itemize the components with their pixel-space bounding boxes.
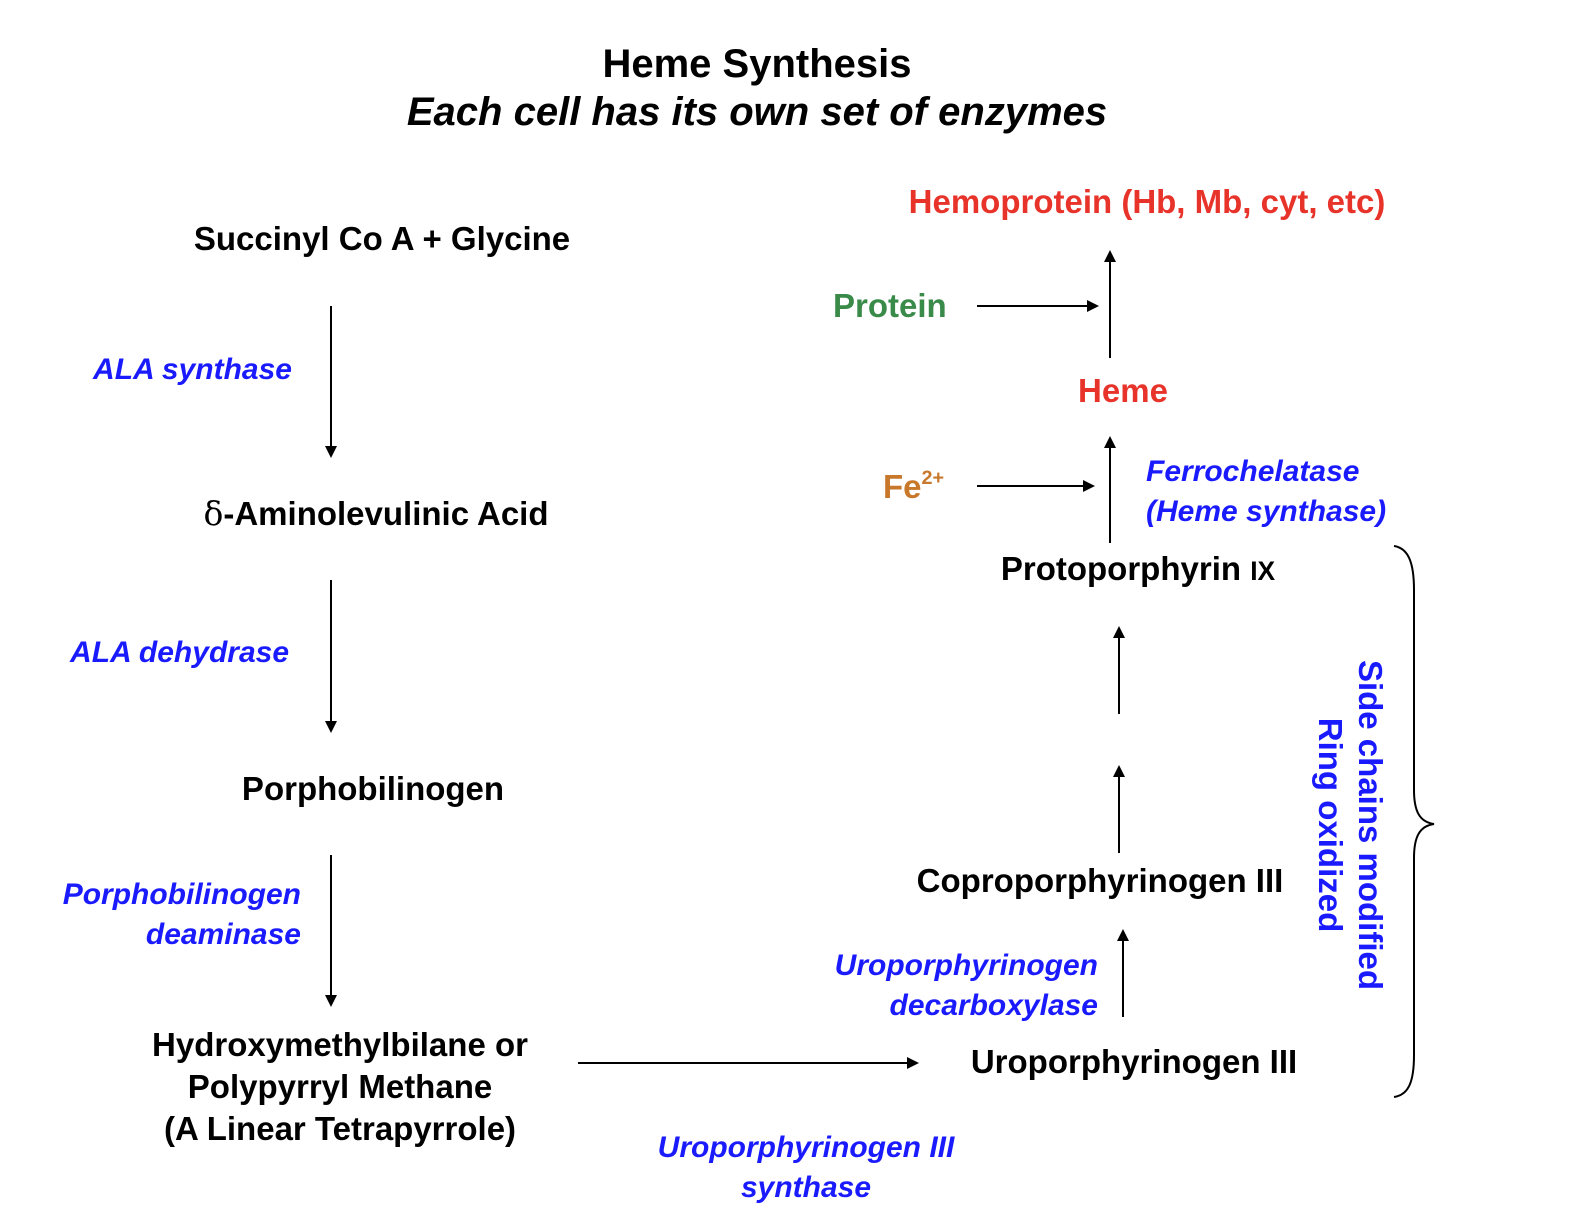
iron-symbol: Fe — [883, 468, 922, 505]
hemoprotein: Hemoprotein (Hb, Mb, cyt, etc) — [908, 183, 1386, 220]
protoporphyrin-roman: IX — [1250, 556, 1276, 586]
uroporphyrinogen-iii: Uroporphyrinogen III — [970, 1043, 1298, 1080]
hydroxymethylbilane: Hydroxymethylbilane or Polypyrryl Methan… — [152, 1024, 528, 1150]
enzyme-uroporphyrinogen-decarboxylase: Uroporphyrinogen decarboxylase — [835, 946, 1098, 1026]
uro-synthase-line1: Uroporphyrinogen III — [657, 1131, 955, 1164]
iron-ion: Fe2+ — [883, 467, 945, 505]
aminolevulinic-acid: δ-Aminolevulinic Acid — [203, 497, 548, 530]
aminolevulinic-acid-label: -Aminolevulinic Acid — [223, 495, 549, 532]
coproporphyrinogen-iii: Coproporphyrinogen III — [916, 862, 1284, 899]
diagram-title: Heme Synthesis — [602, 42, 912, 86]
enzyme-porphobilinogen-deaminase: Porphobilinogen deaminase — [63, 875, 301, 955]
enzyme-pbg-deaminase-line2: deaminase — [145, 917, 301, 951]
heme: Heme — [1078, 372, 1168, 409]
enzyme-ala-dehydrase: ALA dehydrase — [70, 636, 289, 669]
hydroxymethylbilane-line1: Hydroxymethylbilane or — [152, 1026, 528, 1063]
ferrochelatase-line1: Ferrochelatase — [1146, 455, 1360, 488]
curly-brace — [1393, 545, 1435, 1098]
iron-charge: 2+ — [921, 467, 945, 490]
ferrochelatase-line2: (Heme synthase) — [1146, 494, 1387, 528]
diagram-subtitle: Each cell has its own set of enzymes — [406, 90, 1108, 134]
hydroxymethylbilane-line3: (A Linear Tetrapyrrole) — [163, 1109, 517, 1147]
uro-decarboxylase-line2: decarboxylase — [889, 988, 1098, 1022]
delta-symbol: δ — [203, 494, 224, 533]
enzyme-pbg-deaminase-line1: Porphobilinogen — [62, 878, 301, 911]
protein: Protein — [833, 287, 947, 324]
protoporphyrin-ix: Protoporphyrin IX — [1001, 552, 1275, 585]
uro-synthase-line2: synthase — [740, 1170, 872, 1204]
protoporphyrin-label: Protoporphyrin — [1000, 550, 1251, 587]
porphobilinogen: Porphobilinogen — [241, 770, 505, 807]
enzyme-ferrochelatase: Ferrochelatase (Heme synthase) — [1146, 452, 1386, 532]
enzyme-ala-synthase: ALA synthase — [93, 353, 292, 386]
uro-decarboxylase-line1: Uroporphyrinogen — [834, 949, 1098, 982]
enzyme-uroporphyrinogen-iii-synthase: Uroporphyrinogen III synthase — [658, 1128, 955, 1208]
succinyl-coa-glycine: Succinyl Co A + Glycine — [193, 220, 571, 257]
hydroxymethylbilane-line2: Polypyrryl Methane — [187, 1067, 493, 1105]
